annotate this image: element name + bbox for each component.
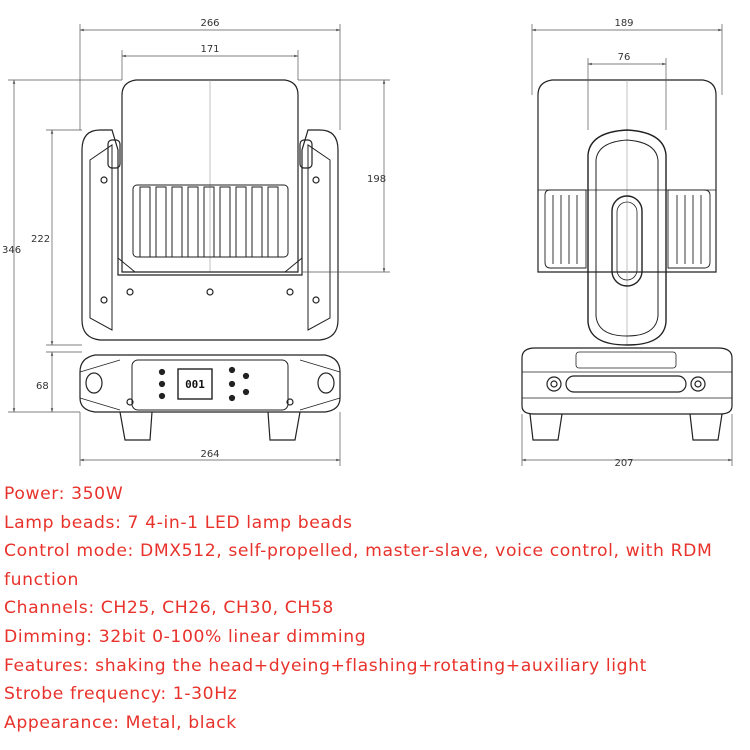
dim-side-inner-width: 76 xyxy=(618,52,631,63)
base-display-readout: 001 xyxy=(185,378,205,391)
front-head-outline xyxy=(121,79,299,273)
dim-front-head-height: 198 xyxy=(367,174,386,185)
dim-front-arm-height: 222 xyxy=(31,234,50,245)
base-display xyxy=(177,368,213,400)
side-view xyxy=(521,79,733,441)
spec-dimming: Dimming: 32bit 0-100% linear dimming xyxy=(4,626,367,647)
spec-appearance: Appearance: Metal, black xyxy=(4,712,237,733)
side-dimensions xyxy=(521,24,733,466)
dim-side-top-width: 189 xyxy=(614,18,633,29)
front-yoke xyxy=(81,129,339,341)
side-yoke-arm xyxy=(587,129,667,346)
technical-drawing: 001 266 171 346 222 68 198 264 xyxy=(2,18,733,469)
dim-front-base-width: 264 xyxy=(200,449,219,460)
spec-power: Power: 350W xyxy=(4,484,124,504)
dim-front-inner-width: 171 xyxy=(200,44,219,55)
dim-front-top-width: 266 xyxy=(200,18,219,29)
front-dimension-labels: 266 171 346 222 68 198 264 xyxy=(2,18,386,460)
lamp-grille xyxy=(139,186,279,258)
side-head-outline xyxy=(537,79,717,273)
spec-channels: Channels: CH25, CH26, CH30, CH58 xyxy=(4,598,334,619)
spec-lamp-beads: Lamp beads: 7 4-in-1 LED lamp beads xyxy=(4,512,353,533)
dim-side-base-width: 207 xyxy=(614,458,633,469)
front-view xyxy=(79,79,341,441)
spec-list: Power: 350W Lamp beads: 7 4-in-1 LED lam… xyxy=(4,480,750,737)
dim-front-total-height: 346 xyxy=(2,245,21,256)
side-base xyxy=(521,347,733,415)
spec-features: Features: shaking the head+dyeing+flashi… xyxy=(4,655,647,676)
side-dimension-labels: 189 76 207 xyxy=(614,18,633,469)
front-dimensions xyxy=(8,24,390,466)
dim-front-base-height: 68 xyxy=(36,381,49,392)
front-base xyxy=(79,354,341,413)
spec-strobe-frequency: Strobe frequency: 1-30Hz xyxy=(4,684,238,705)
spec-control-mode: Control mode: DMX512, self-propelled, ma… xyxy=(4,541,713,590)
